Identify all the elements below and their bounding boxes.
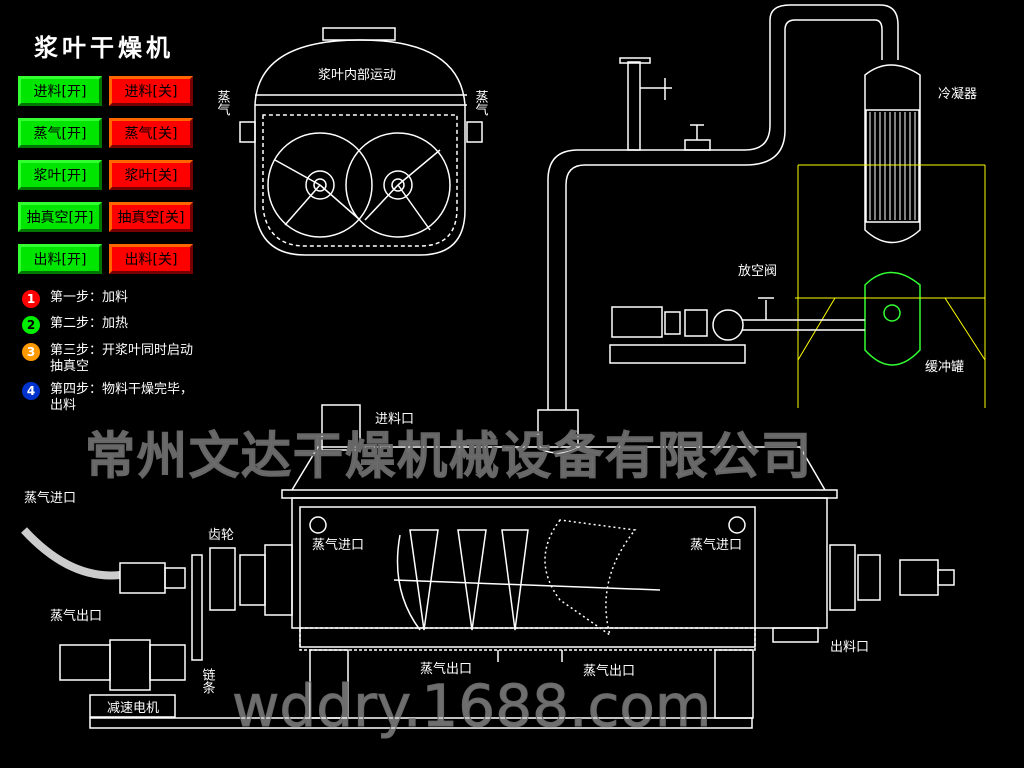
- step-number-badge: 4: [22, 382, 40, 400]
- button-4-on[interactable]: 抽真空[开]: [18, 202, 102, 232]
- buffer-tank: [795, 164, 986, 408]
- step-1: 1 第一步：加料: [22, 290, 202, 308]
- steam-inlet-left-label: 蒸气进口: [312, 537, 364, 553]
- step-4: 4 第四步：物料干燥完毕，出料: [22, 382, 202, 414]
- vacuum-pump: [609, 297, 865, 364]
- button-5-off[interactable]: 出料[关]: [109, 244, 193, 274]
- button-3-on[interactable]: 浆叶[开]: [18, 160, 102, 190]
- steam-inlet-outer-label: 蒸气进口: [24, 490, 76, 506]
- motor-label: 减速电机: [107, 701, 159, 716]
- step-3: 3 第三步：开浆叶同时启动抽真空: [22, 343, 202, 375]
- steam-inlet-right-label: 蒸气进口: [690, 537, 742, 553]
- step-number-badge: 1: [22, 290, 40, 308]
- step-number-badge: 3: [22, 343, 40, 361]
- steam-left-label: 蒸气: [215, 90, 231, 116]
- button-5-on[interactable]: 出料[开]: [18, 244, 102, 274]
- step-text: 第二步：加热: [50, 316, 129, 331]
- step-2: 2 第二步：加热: [22, 316, 202, 334]
- feed-inlet-label: 进料口: [375, 412, 414, 427]
- buffer-tank-label: 缓冲罐: [925, 360, 964, 375]
- button-2-off[interactable]: 蒸气[关]: [109, 118, 193, 148]
- condenser-label: 冷凝器: [938, 86, 977, 102]
- button-4-off[interactable]: 抽真空[关]: [109, 202, 193, 232]
- url-watermark: wddry.1688.com: [231, 672, 712, 740]
- company-watermark: 常州文达干燥机械设备有限公司: [85, 427, 813, 485]
- button-3-off[interactable]: 浆叶[关]: [109, 160, 193, 190]
- step-text: 第四步：物料干燥完毕，出料: [50, 382, 194, 413]
- dryer-body: [89, 404, 838, 729]
- page-title: 浆叶干燥机: [34, 34, 174, 62]
- drive-assembly: [21, 527, 955, 718]
- step-text: 第三步：开浆叶同时启动抽真空: [50, 343, 194, 374]
- steam-right-label: 蒸气: [473, 90, 489, 116]
- steam-outlet-mid1-label: 蒸气出口: [420, 661, 472, 677]
- discharge-label: 出料口: [830, 640, 869, 655]
- paddle-motion-label: 浆叶内部运动: [318, 67, 396, 83]
- button-1-off[interactable]: 进料[关]: [109, 76, 193, 106]
- steam-outlet-left-label: 蒸气出口: [50, 608, 102, 624]
- vent-valve-label: 放空阀: [738, 264, 777, 279]
- step-text: 第一步：加料: [50, 290, 129, 305]
- chain-label: 链条: [200, 668, 216, 694]
- step-number-badge: 2: [22, 316, 40, 334]
- button-1-on[interactable]: 进料[开]: [18, 76, 102, 106]
- gear-label: 齿轮: [208, 528, 234, 543]
- cross-section: [239, 27, 483, 256]
- steam-outlet-mid2-label: 蒸气出口: [583, 663, 635, 679]
- vacuum-piping: [547, 4, 899, 410]
- button-2-on[interactable]: 蒸气[开]: [18, 118, 102, 148]
- condenser: [864, 64, 921, 244]
